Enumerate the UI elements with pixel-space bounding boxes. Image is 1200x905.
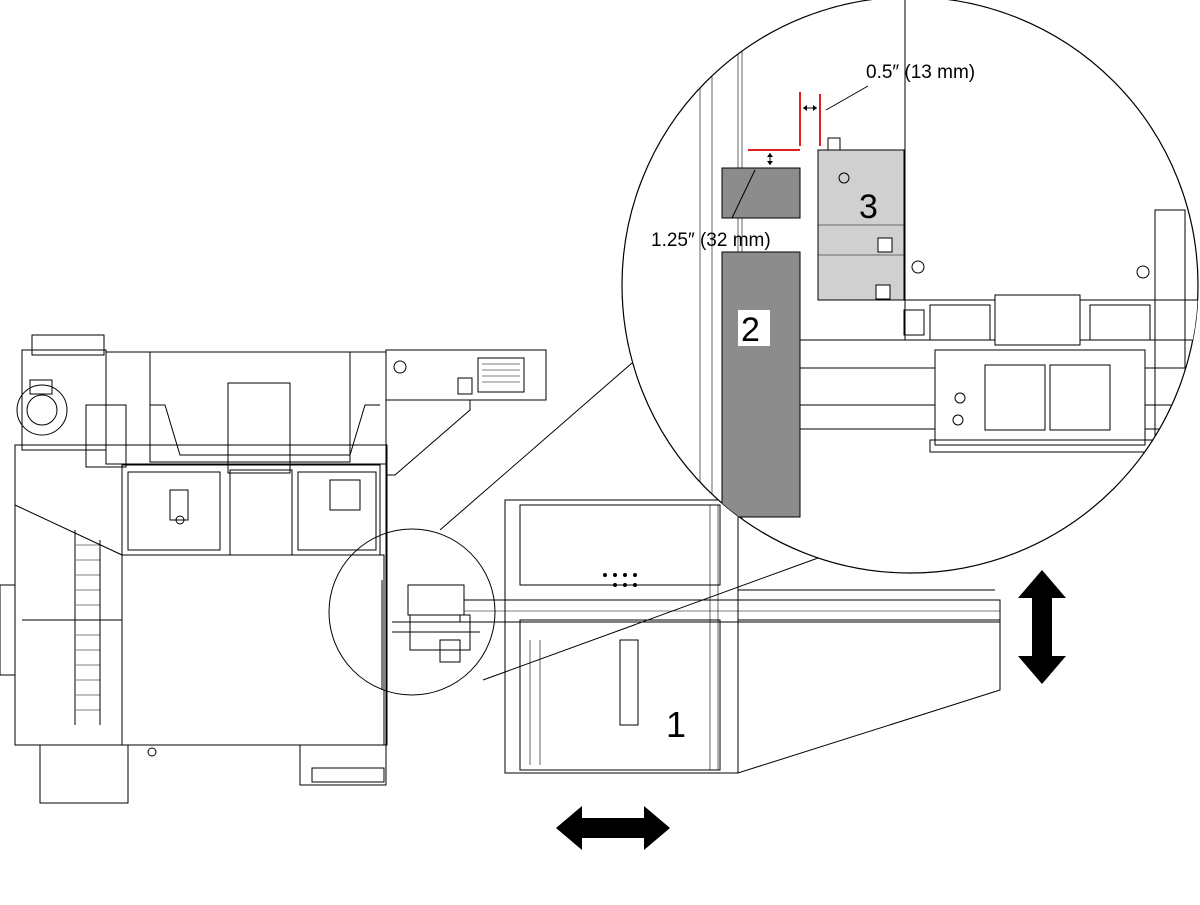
dim-arrow-small-vertical-icon bbox=[767, 153, 773, 165]
zoom-detail bbox=[621, 0, 1199, 574]
dim-arrow-small-horizontal-icon bbox=[803, 105, 817, 111]
double-arrow-vertical-icon bbox=[1018, 570, 1066, 684]
dim-leader-vertical bbox=[731, 169, 756, 219]
callout-2: 2 bbox=[741, 311, 760, 349]
machine-body bbox=[0, 334, 547, 804]
callout-3: 3 bbox=[859, 188, 878, 226]
dimension-vertical: 1.25″ (32 mm) bbox=[651, 230, 771, 251]
part-2-body bbox=[721, 251, 801, 518]
callout-2-box bbox=[738, 310, 770, 346]
callout-1: 1 bbox=[666, 704, 686, 745]
zoom-leader-upper bbox=[439, 362, 633, 531]
work-table bbox=[459, 499, 1001, 774]
dim-leader-horizontal bbox=[825, 85, 869, 111]
part-2-block bbox=[721, 167, 801, 219]
dimension-horizontal: 0.5″ (13 mm) bbox=[866, 62, 975, 83]
zoom-leader-lower bbox=[482, 557, 819, 681]
detail-circle-small bbox=[328, 528, 496, 696]
double-arrow-horizontal-icon bbox=[556, 806, 670, 850]
